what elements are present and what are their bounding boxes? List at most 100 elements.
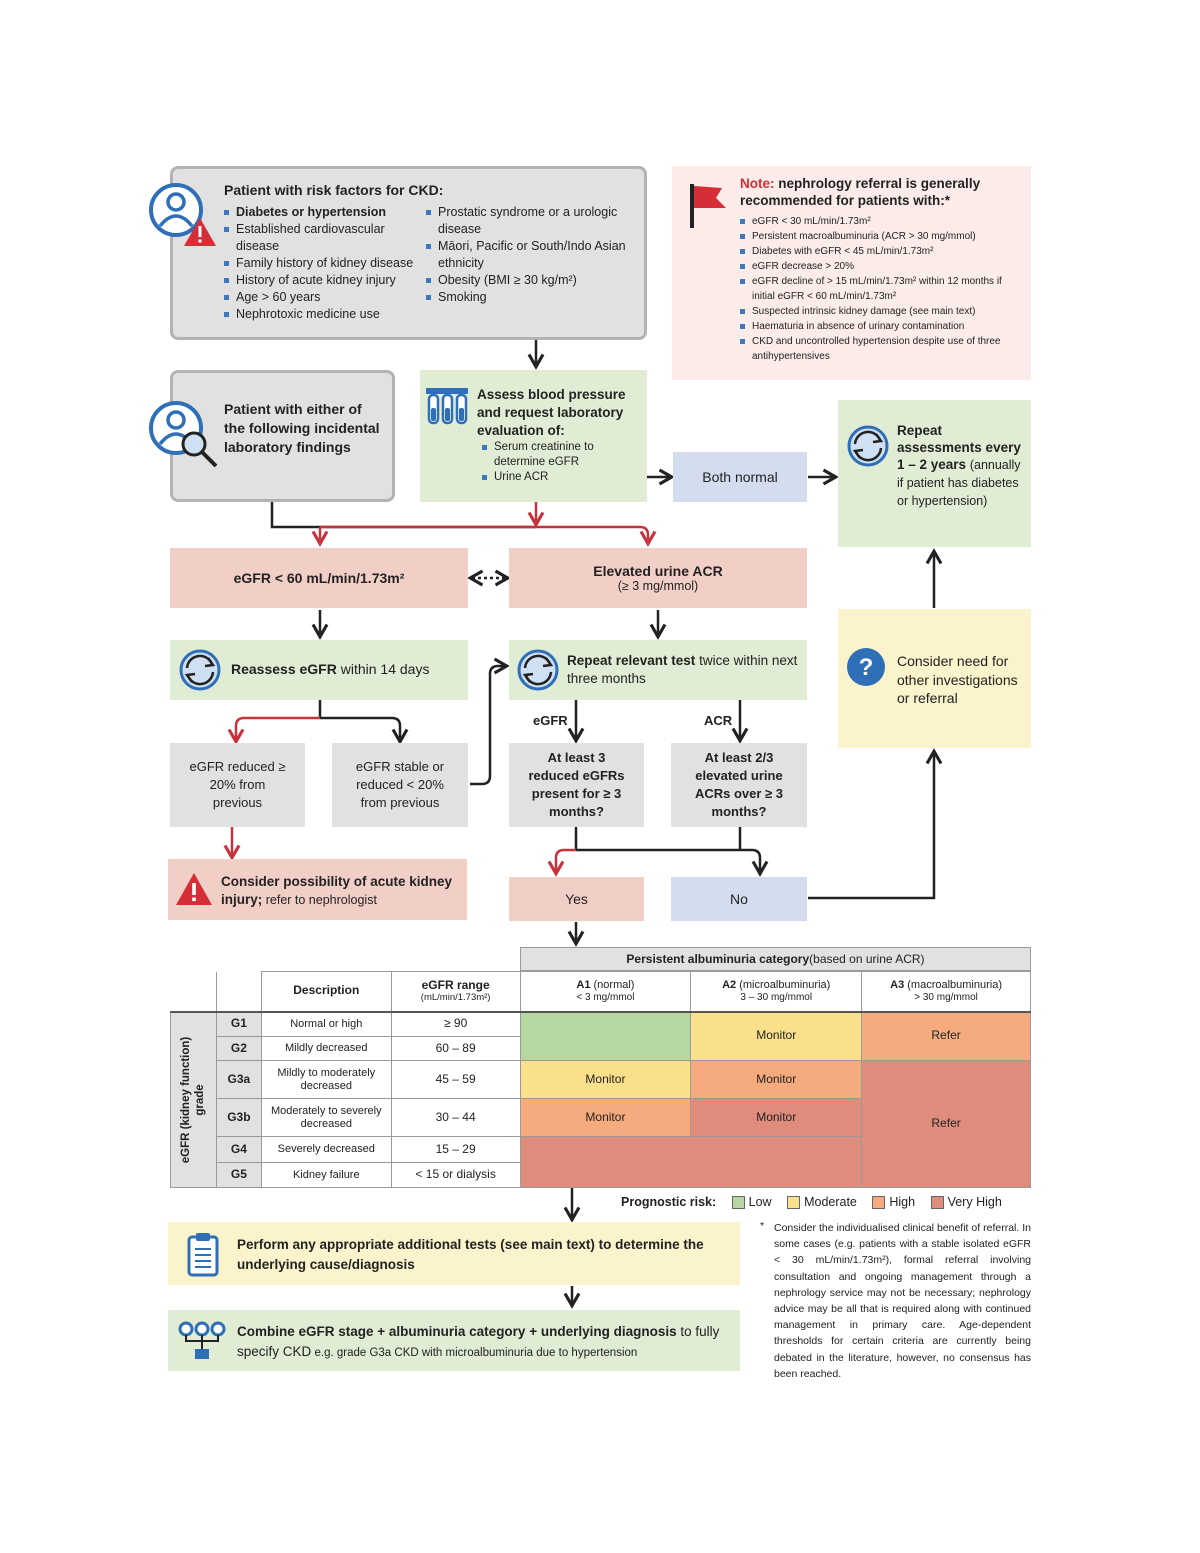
range-g4: 15 – 29 xyxy=(390,1136,521,1163)
legend-very-high: Very High xyxy=(947,1195,1002,1209)
arrow-to-stable xyxy=(320,716,409,745)
cell-g3b-a2: Monitor xyxy=(690,1098,863,1137)
note-item: Suspected intrinsic kidney damage (see m… xyxy=(740,304,1012,319)
elevated-acr-box: Elevated urine ACR (≥ 3 mg/mmol) xyxy=(509,548,807,608)
perform-tests-text: Perform any appropriate additional tests… xyxy=(237,1237,704,1272)
desc-g3b: Moderately to severely decreased xyxy=(260,1098,392,1137)
aki-box xyxy=(168,859,467,920)
albuminuria-header-bold: Persistent albuminuria category xyxy=(626,952,810,966)
combine-text: Combine eGFR stage + albuminuria categor… xyxy=(237,1322,732,1363)
cell-g3a-a2: Monitor xyxy=(690,1060,863,1099)
note-heading: nephrology referral is generally recomme… xyxy=(740,176,981,208)
note-title: Note: nephrology referral is generally r… xyxy=(740,176,1022,210)
combine-example: e.g. grade G3a CKD with microalbuminuria… xyxy=(311,1347,638,1359)
arrow-to-reduced xyxy=(227,716,320,745)
reassess-egfr-bold: Reassess eGFR xyxy=(231,661,337,677)
grade-g4: G4 xyxy=(215,1136,262,1163)
arrow-no-to-consider xyxy=(808,748,943,900)
a2-code: A2 xyxy=(722,979,737,992)
header-egfr-range-label: eGFR range xyxy=(421,977,490,992)
repeat-test-normal: twice within next three months xyxy=(567,653,798,686)
header-egfr-range-unit: (mL/min/1.73m²) xyxy=(420,991,491,1003)
header-a3: A3 (macroalbuminuria)> 30 mg/mmol xyxy=(861,971,1031,1012)
legend-swatch-moderate xyxy=(787,1196,801,1210)
note-item: eGFR decrease > 20% xyxy=(740,259,1012,274)
aki-text: Consider possibility of acute kidney inj… xyxy=(221,873,461,909)
range-g3a: 45 – 59 xyxy=(390,1060,521,1099)
incidental-findings-text: Patient with either of the following inc… xyxy=(224,401,380,455)
grade-g2: G2 xyxy=(215,1036,262,1061)
note-item: Diabetes with eGFR < 45 mL/min/1.73m² xyxy=(740,244,1012,259)
warning-icon xyxy=(176,873,212,905)
arrow-to-yes xyxy=(547,848,576,877)
yes-box: Yes xyxy=(509,877,644,921)
assess-item: Serum creatinine to determine eGFR xyxy=(482,440,632,470)
header-description: Description xyxy=(260,971,392,1012)
egfr-grade-side-text: eGFR (kidney function) grade xyxy=(180,1036,207,1164)
note-list: eGFR < 30 mL/min/1.73m² Persistent macro… xyxy=(740,214,1012,364)
grade-g1: G1 xyxy=(215,1010,262,1037)
repeat-assessments-note: (annually if patient has diabetes or hyp… xyxy=(897,458,1021,508)
cell-g1g2-a1 xyxy=(519,1010,692,1061)
test-tubes-icon xyxy=(426,388,468,425)
reassess-egfr-text: Reassess eGFR within 14 days xyxy=(231,661,429,679)
header-a2: A2 (microalbuminuria)3 – 30 mg/mmol xyxy=(690,971,863,1012)
legend-label: Prognostic risk: xyxy=(621,1195,717,1209)
prognostic-risk-legend: Prognostic risk: Low Moderate High Very … xyxy=(621,1195,1002,1211)
a2-name: (microalbuminuria) xyxy=(736,979,831,992)
risk-factor-item: Prostatic syndrome or a urologic disease xyxy=(426,204,631,238)
repeat-cycle-icon xyxy=(847,425,889,467)
desc-g2: Mildly decreased xyxy=(260,1036,392,1061)
both-normal-box: Both normal xyxy=(673,452,807,502)
risk-factors-list-1: Diabetes or hypertension Established car… xyxy=(224,204,419,323)
acr-branch-label: ACR xyxy=(704,713,733,728)
grade-g3b: G3b xyxy=(215,1098,262,1137)
footnote-mark: * xyxy=(760,1220,765,1232)
perform-tests-box xyxy=(168,1222,740,1285)
repeat-assessments-bold: Repeat assessments every 1 – 2 years xyxy=(897,423,1021,472)
range-g5: < 15 or dialysis xyxy=(390,1162,521,1188)
consider-text: Consider need for other investigations o… xyxy=(897,653,1018,706)
legend-low: Low xyxy=(748,1195,772,1209)
cell-g1g2-a3: Refer xyxy=(861,1010,1031,1061)
aki-bold: Consider possibility of acute kidney inj… xyxy=(221,874,453,907)
legend-high: High xyxy=(889,1195,916,1209)
note-item: eGFR decline of > 15 mL/min/1.73m² withi… xyxy=(740,274,1012,304)
risk-factor-item: History of acute kidney injury xyxy=(224,272,419,289)
cell-g4g5-a1a2 xyxy=(519,1136,863,1188)
ckd-grid: Description eGFR range(mL/min/1.73m²) A1… xyxy=(170,971,1031,1188)
repeat-assessments-text: Repeat assessments every 1 – 2 years (an… xyxy=(897,422,1025,510)
egfr-low-box: eGFR < 60 mL/min/1.73m² xyxy=(170,548,468,608)
hierarchy-icon xyxy=(178,1321,226,1359)
person-search-icon xyxy=(149,401,218,468)
risk-factor-item: Diabetes or hypertension xyxy=(224,204,419,221)
desc-g4: Severely decreased xyxy=(260,1136,392,1163)
note-item: Haematuria in absence of urinary contami… xyxy=(740,319,1012,334)
a1-name: (normal) xyxy=(590,979,635,992)
reassess-egfr-normal: within 14 days xyxy=(336,661,430,677)
risk-factor-item: Family history of kidney disease xyxy=(224,255,419,272)
egfr-branch-label: eGFR xyxy=(533,713,568,728)
risk-factor-item: Obesity (BMI ≥ 30 kg/m²) xyxy=(426,272,631,289)
legend-moderate: Moderate xyxy=(804,1195,857,1209)
range-g1: ≥ 90 xyxy=(390,1010,521,1037)
repeat-test-bold: Repeat relevant test xyxy=(567,653,696,668)
combine-box xyxy=(168,1310,740,1371)
albuminuria-header-normal: (based on urine ACR) xyxy=(809,952,925,966)
a2-range: 3 – 30 mg/mmol xyxy=(740,991,813,1003)
arrow-to-acr xyxy=(320,525,657,547)
egfr-grade-side-label: eGFR (kidney function) grade xyxy=(170,1010,217,1188)
a1-range: < 3 mg/mmol xyxy=(576,991,635,1003)
egfr-question-box: At least 3 reduced eGFRs present for ≥ 3… xyxy=(509,743,644,827)
assess-list: Serum creatinine to determine eGFR Urine… xyxy=(482,440,632,485)
legend-swatch-high xyxy=(872,1196,886,1210)
repeat-cycle-icon xyxy=(179,649,221,691)
arrow-to-no xyxy=(576,848,769,877)
cell-g3a-g5-a3: Refer xyxy=(861,1060,1031,1188)
risk-factors-box xyxy=(170,166,647,340)
red-flag-icon xyxy=(690,184,726,228)
elevated-acr-title: Elevated urine ACR xyxy=(593,563,723,579)
risk-factor-item: Smoking xyxy=(426,289,631,306)
risk-factors-list-2: Prostatic syndrome or a urologic disease… xyxy=(426,204,631,306)
